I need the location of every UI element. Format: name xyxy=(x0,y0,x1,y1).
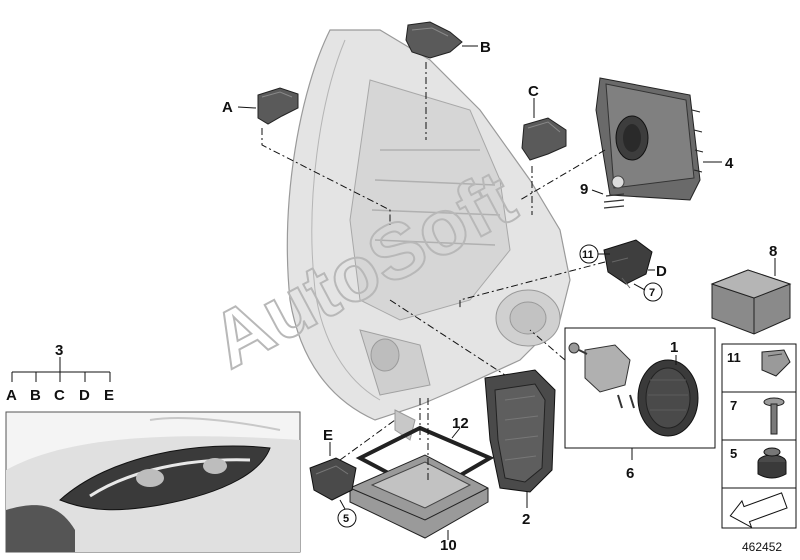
side-panel-num-7[interactable]: 7 xyxy=(730,398,737,413)
callout-9[interactable]: 9 xyxy=(580,181,588,198)
control-unit-icon xyxy=(595,77,704,201)
callout-2[interactable]: 2 xyxy=(522,511,530,528)
callout-7[interactable]: 7 xyxy=(649,287,655,299)
car-inset-image xyxy=(5,411,301,553)
side-panel-num-5[interactable]: 5 xyxy=(730,446,737,461)
bracket-b-icon xyxy=(405,21,463,59)
set-tree-child-d[interactable]: D xyxy=(79,387,90,404)
set-tree-child-a[interactable]: A xyxy=(6,387,17,404)
dash-line-d xyxy=(459,261,606,310)
cap-icon xyxy=(637,359,699,437)
bulb-icon xyxy=(603,175,625,209)
headlight-housing-icon xyxy=(286,29,571,441)
callout-e[interactable]: E xyxy=(323,427,333,444)
callout-4[interactable]: 4 xyxy=(725,155,734,172)
box-icon xyxy=(710,269,792,335)
set-tree-parent[interactable]: 3 xyxy=(55,342,63,359)
callout-circle-7 xyxy=(643,282,663,302)
callout-c[interactable]: C xyxy=(528,83,539,100)
set-tree-child-c[interactable]: C xyxy=(54,387,65,404)
dash-line-4 xyxy=(519,149,606,201)
leader-7 xyxy=(633,283,646,291)
cover-icon xyxy=(484,369,556,493)
dash-line-a xyxy=(261,128,391,225)
set-tree-child-e[interactable]: E xyxy=(104,387,114,404)
callout-10[interactable]: 10 xyxy=(440,537,457,554)
side-panel-num-11[interactable]: 11 xyxy=(727,350,741,365)
bracket-e-icon xyxy=(309,457,357,501)
diagram-id: 462452 xyxy=(742,540,782,554)
callout-d[interactable]: D xyxy=(656,263,667,280)
bracket-d-icon xyxy=(603,239,653,289)
callout-8[interactable]: 8 xyxy=(769,243,777,260)
screw-icon xyxy=(763,397,785,435)
set-tree-child-b[interactable]: B xyxy=(30,387,41,404)
callout-a[interactable]: A xyxy=(222,99,233,116)
set-tree xyxy=(11,357,111,382)
bracket-a-icon xyxy=(257,87,299,125)
callout-11[interactable]: 11 xyxy=(582,249,594,261)
dash-line-10 xyxy=(419,398,429,480)
arrow-icon xyxy=(729,492,788,529)
leader-a xyxy=(237,106,257,109)
clip-icon xyxy=(761,349,791,377)
callout-6[interactable]: 6 xyxy=(626,465,634,482)
callout-b[interactable]: B xyxy=(480,39,491,56)
grommet-icon xyxy=(757,447,787,479)
leader-12 xyxy=(451,427,461,439)
leader-9 xyxy=(591,189,604,195)
bracket-c-icon xyxy=(521,117,567,161)
callout-circle-5 xyxy=(337,508,357,528)
actuator-icon xyxy=(568,342,635,409)
callout-12[interactable]: 12 xyxy=(452,415,469,432)
leader-5 xyxy=(339,499,346,510)
side-panel xyxy=(721,343,797,529)
module-icon xyxy=(349,454,489,539)
dash-line-e xyxy=(339,419,396,461)
callout-5[interactable]: 5 xyxy=(343,513,349,525)
callout-1[interactable]: 1 xyxy=(670,339,678,356)
